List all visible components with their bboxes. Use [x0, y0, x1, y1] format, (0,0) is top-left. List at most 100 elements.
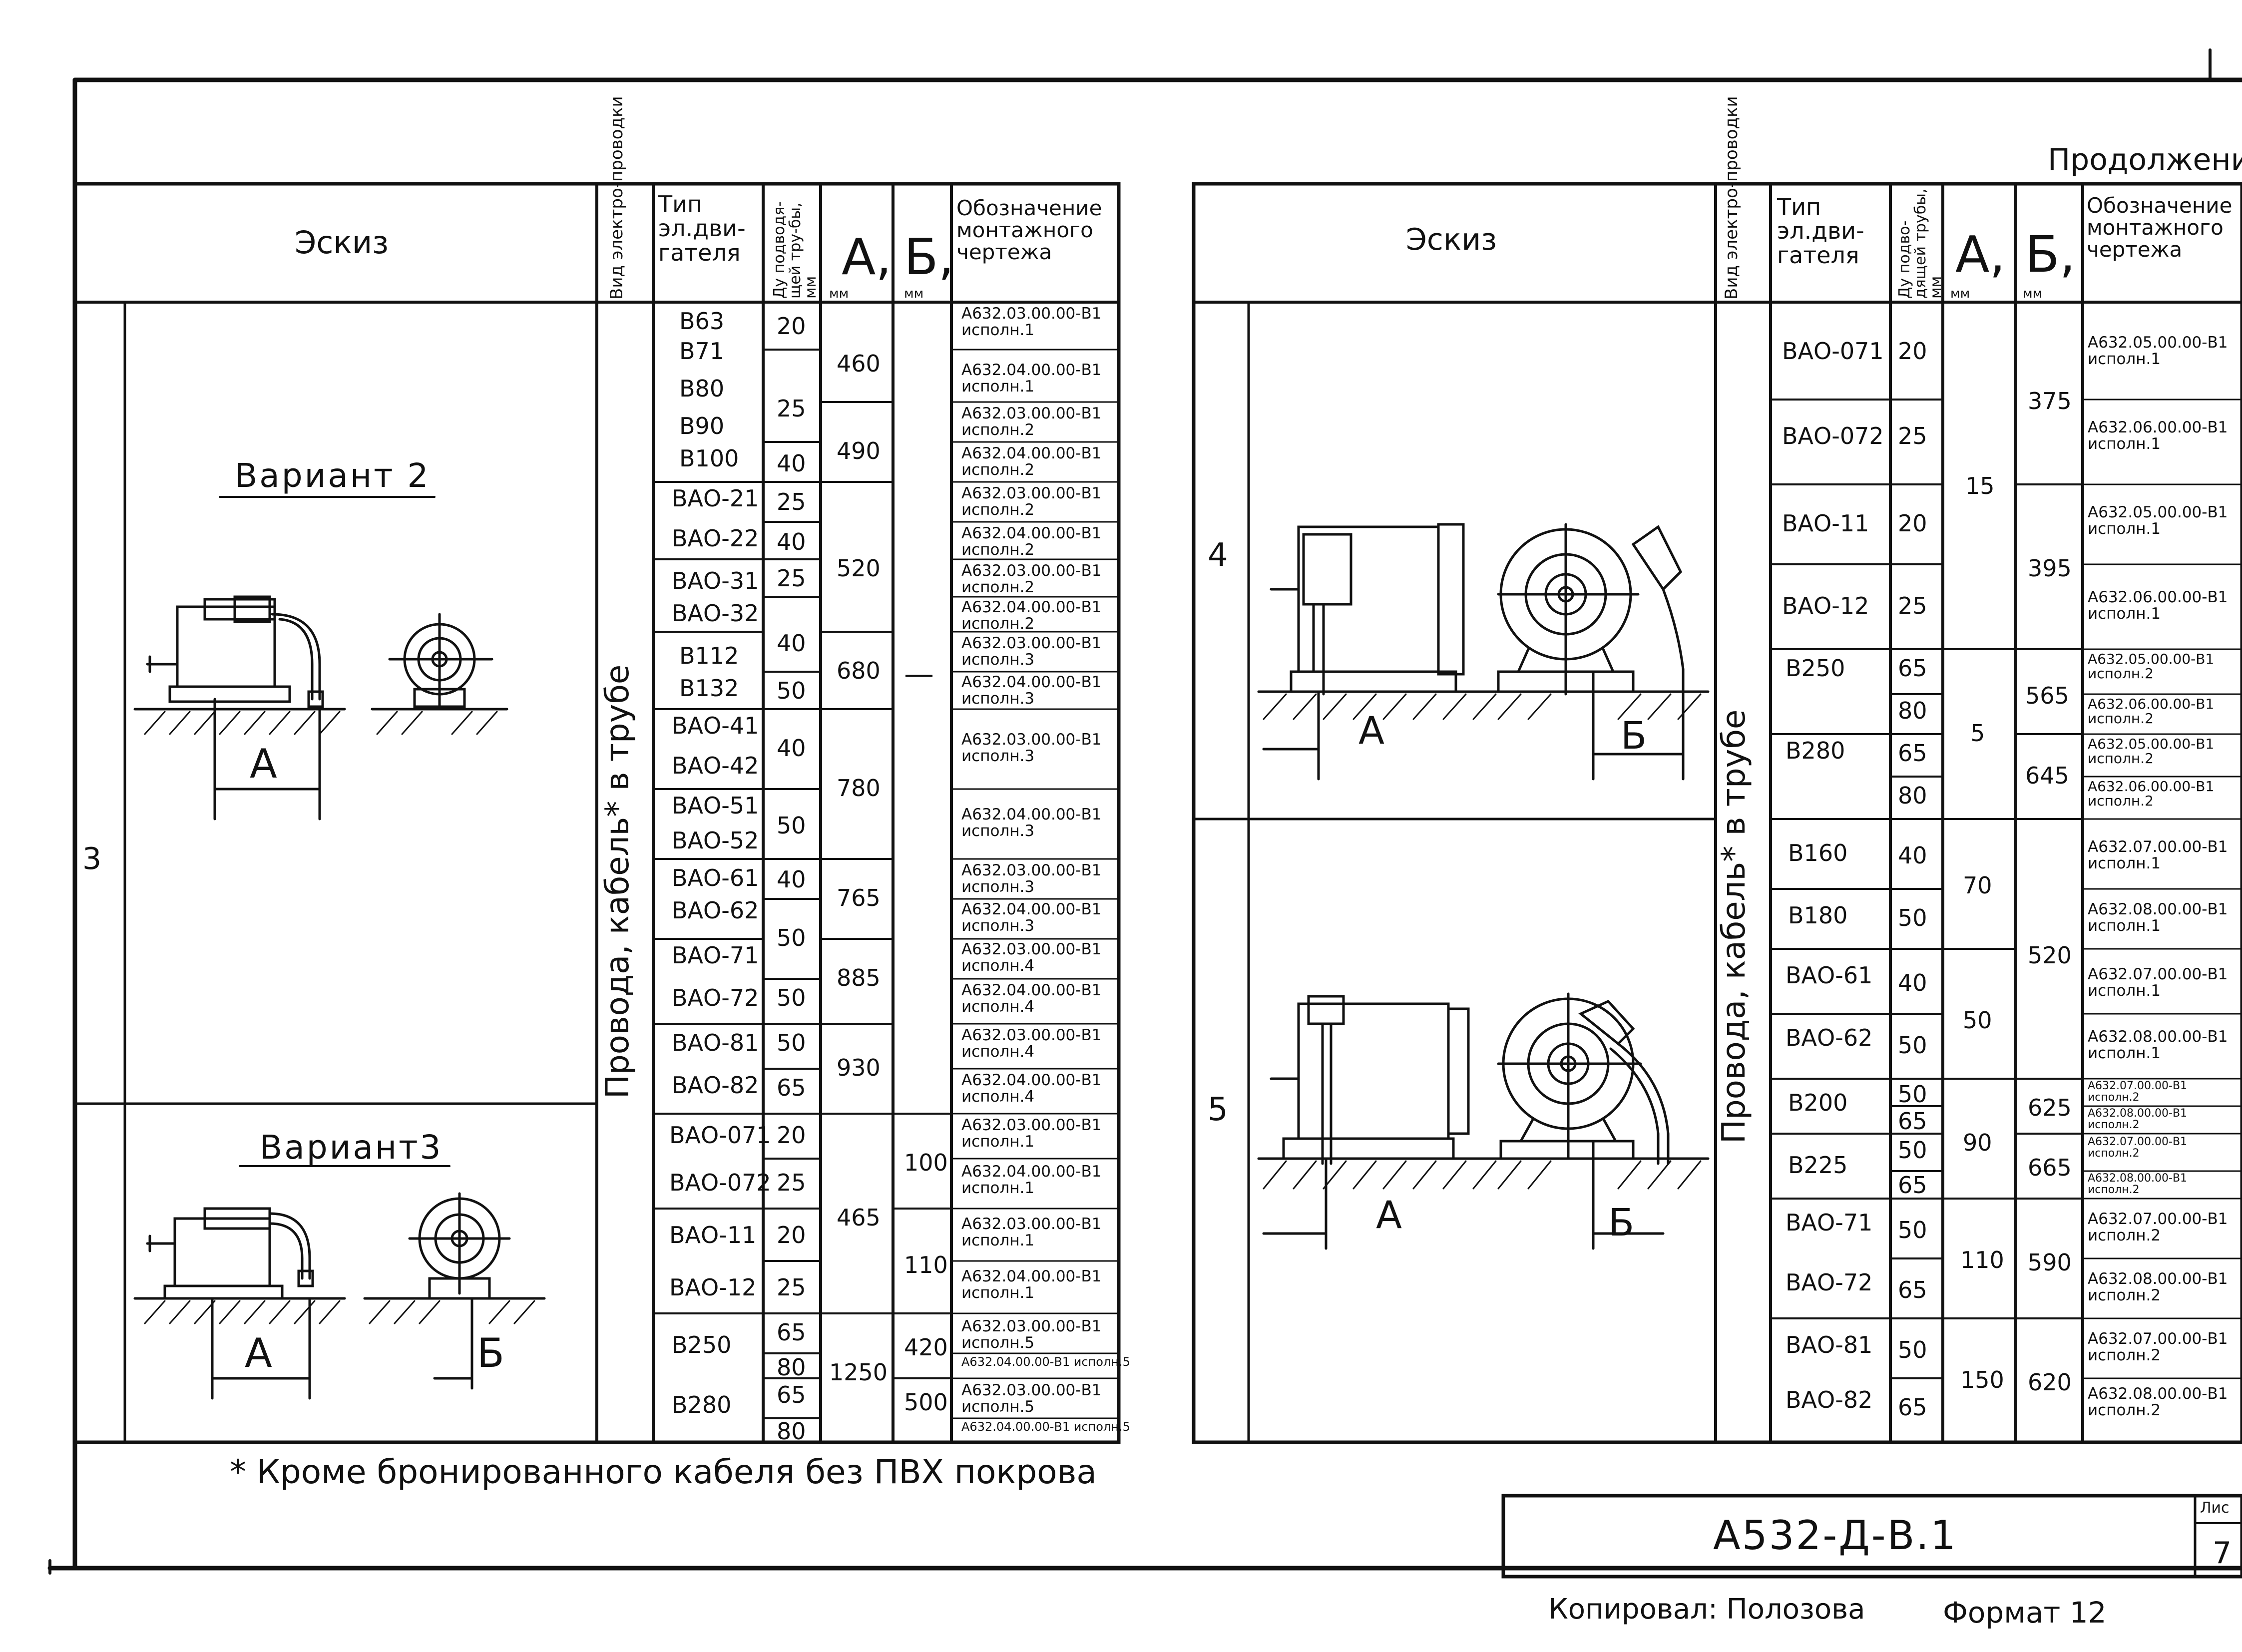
- sketch-variant2-motor: [133, 595, 346, 821]
- right-designation: А632.08.00.00-В1 исполн.2: [2088, 1385, 2228, 1419]
- left-designation: А632.03.00.00-В1 исполн.1: [961, 1116, 1102, 1151]
- left-header-pipe-dn: Ду подводя-щей тру-бы, мм: [771, 201, 820, 299]
- right-b-value: 565: [2025, 682, 2069, 709]
- left-motor: В100: [679, 445, 739, 472]
- right-motor: ВАО-072: [1782, 422, 1884, 449]
- right-b-value: 625: [2028, 1094, 2072, 1121]
- left-pipe: 40: [777, 528, 806, 555]
- left-designation: А632.04.00.00-В1 исполн.2: [961, 598, 1102, 633]
- left-motor: ВАО-11: [669, 1222, 757, 1248]
- left-header-b-unit: мм: [904, 286, 924, 301]
- left-designation: А632.03.00.00-В1 исполн.4: [961, 940, 1102, 975]
- left-a-value: 885: [837, 964, 881, 991]
- left-designation: А632.04.00.00-В1 исполн.3: [961, 900, 1102, 935]
- left-motor: ВАО-72: [672, 984, 759, 1011]
- left-a-value: 780: [837, 775, 881, 802]
- right-motor: В160: [1788, 839, 1848, 866]
- left-b-value: 100: [904, 1149, 948, 1176]
- left-designation: А632.04.00.00-В1 исполн.4: [961, 981, 1102, 1016]
- right-motor: ВАО-81: [1786, 1331, 1873, 1358]
- left-header-a-unit: мм: [829, 286, 849, 301]
- right-pipe: 40: [1898, 842, 1927, 869]
- left-designation: А632.04.00.00-В1 исполн.1: [961, 1267, 1102, 1302]
- right-motor: В225: [1788, 1152, 1848, 1179]
- left-motor: В132: [679, 675, 739, 702]
- left-designation: А632.03.00.00-В1 исполн.5: [961, 1381, 1102, 1416]
- right-pipe: 65: [1898, 1172, 1927, 1199]
- left-a-value: 765: [837, 884, 881, 911]
- right-pipe: 25: [1898, 592, 1927, 619]
- left-motor: В63: [679, 308, 725, 335]
- right-a-value: 150: [1960, 1366, 2004, 1393]
- left-header-sketch: Эскиз: [295, 224, 389, 261]
- right-designation: А632.05.00.00-В1 исполн.2: [2088, 736, 2215, 767]
- left-motor: ВАО-62: [672, 897, 759, 924]
- left-a-value: 490: [837, 437, 881, 464]
- right-pipe: 50: [1898, 1217, 1927, 1243]
- right-pipe: 20: [1898, 338, 1927, 365]
- left-pipe: 80: [777, 1418, 806, 1445]
- left-pipe: 40: [777, 450, 806, 477]
- right-b-value: 520: [2028, 942, 2072, 969]
- left-designation: А632.04.00.00-В1 исполн.2: [961, 444, 1102, 479]
- left-pipe: 40: [777, 866, 806, 893]
- right-motor: ВАО-82: [1786, 1386, 1873, 1413]
- right-header-motor-type: Тип эл.дви-гателя: [1777, 193, 1864, 269]
- left-header-designation: Обозначение монтажного чертежа: [956, 196, 1102, 265]
- left-designation: А632.04.00.00-В1 исполн.1: [961, 1163, 1102, 1197]
- right-pipe: 80: [1898, 697, 1927, 724]
- sketch-row4-motor: [1257, 523, 1530, 781]
- row4-dim-b: Б: [1621, 713, 1647, 758]
- left-designation: А632.04.00.00-В1 исполн.3: [961, 673, 1102, 708]
- variant2-dim-a: А: [250, 741, 277, 787]
- right-header-b: Б,: [2025, 225, 2076, 284]
- left-motor: ВАО-31: [672, 567, 759, 594]
- sketch-variant3-motor: [133, 1207, 346, 1400]
- right-designation: А632.07.00.00-В1 исполн.1: [2088, 838, 2228, 872]
- left-b-value: 110: [904, 1251, 948, 1278]
- left-motor: ВАО-071: [669, 1122, 771, 1149]
- left-motor: ВАО-12: [669, 1274, 757, 1301]
- right-designation: А632.08.00.00-В1 исполн.1: [2088, 1028, 2228, 1062]
- right-a-value: 5: [1970, 720, 1985, 747]
- left-designation: А632.03.00.00-В1 исполн.1: [961, 1215, 1102, 1249]
- left-designation: А632.03.00.00-В1 исполн.2: [961, 484, 1102, 519]
- left-designation: А632.03.00.00-В1 исполн.5: [961, 1317, 1102, 1352]
- left-pipe: 65: [777, 1074, 806, 1101]
- left-motor: ВАО-82: [672, 1072, 759, 1099]
- right-pipe: 50: [1898, 1137, 1927, 1164]
- right-motor: ВАО-72: [1786, 1269, 1873, 1296]
- right-b-value: 620: [2028, 1369, 2072, 1396]
- left-pipe: 20: [777, 1122, 806, 1149]
- left-a-value: 680: [837, 657, 881, 684]
- left-b-value: 500: [904, 1389, 948, 1416]
- right-a-value: 50: [1963, 1007, 1992, 1034]
- right-designation: А632.06.00.00-В1 исполн.1: [2088, 588, 2228, 623]
- row5-dim-a: А: [1376, 1193, 1402, 1237]
- right-designation: А632.07.00.00-В1 исполн.2: [2088, 1080, 2188, 1104]
- right-header-b-unit: мм: [2023, 286, 2043, 301]
- left-a-value: 465: [837, 1204, 881, 1231]
- left-motor: В71: [679, 338, 725, 365]
- right-designation: А632.08.00.00-В1 исполн.2: [2088, 1107, 2188, 1132]
- right-designation: А632.06.00.00-В1 исполн.1: [2088, 418, 2228, 453]
- left-pipe: 20: [777, 313, 806, 340]
- left-designation: А632.03.00.00-В1 исполн.2: [961, 405, 1102, 439]
- left-pipe: 20: [777, 1222, 806, 1248]
- left-motor: В80: [679, 375, 725, 402]
- right-header-a-unit: мм: [1950, 286, 1970, 301]
- left-pipe: 50: [777, 812, 806, 839]
- right-pipe: 40: [1898, 969, 1927, 996]
- right-designation: А632.07.00.00-В1 исполн.2: [2088, 1210, 2228, 1244]
- right-pipe: 20: [1898, 510, 1927, 537]
- right-pipe: 50: [1898, 1336, 1927, 1363]
- right-a-value: 70: [1963, 872, 1992, 899]
- left-a-value: 520: [837, 555, 881, 582]
- right-b-value: 375: [2028, 388, 2072, 414]
- left-motor: В112: [679, 642, 739, 669]
- right-pipe: 65: [1898, 655, 1927, 682]
- left-motor: ВАО-21: [672, 485, 759, 512]
- right-designation: А632.08.00.00-В1 исполн.2: [2088, 1172, 2188, 1197]
- left-a-value: 930: [837, 1054, 881, 1081]
